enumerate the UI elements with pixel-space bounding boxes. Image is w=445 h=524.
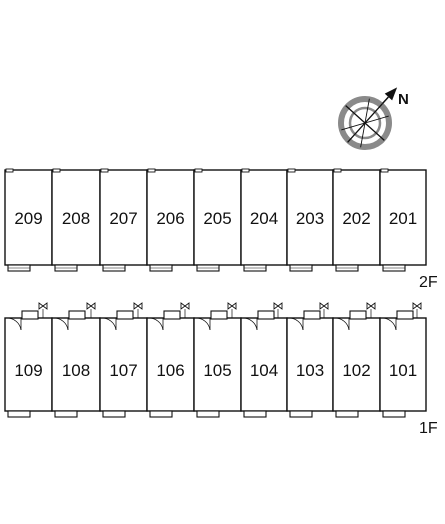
unit-number: 107 — [109, 361, 137, 380]
unit-number: 106 — [156, 361, 184, 380]
unit-number: 201 — [389, 209, 417, 228]
unit-204: 204 — [240, 168, 288, 272]
unit-number: 203 — [296, 209, 324, 228]
unit-107: 107 — [99, 302, 148, 418]
valve-icon — [227, 302, 237, 310]
valve-icon — [366, 302, 376, 310]
valve-icon — [412, 302, 422, 310]
unit-109: 109 — [4, 302, 53, 418]
unit-104: 104 — [240, 302, 288, 418]
unit-number: 109 — [14, 361, 42, 380]
unit-103: 103 — [286, 302, 334, 418]
unit-number: 101 — [389, 361, 417, 380]
unit-number: 108 — [62, 361, 90, 380]
unit-number: 207 — [109, 209, 137, 228]
unit-203: 203 — [286, 168, 334, 272]
unit-number: 208 — [62, 209, 90, 228]
unit-209: 209 — [4, 168, 53, 272]
unit-206: 206 — [146, 168, 195, 272]
unit-number: 104 — [250, 361, 278, 380]
floor-1f: 109 108 107 106 105 104 103 102 101 — [4, 302, 427, 418]
unit-number: 102 — [342, 361, 370, 380]
valve-icon — [133, 302, 143, 310]
valve-icon — [180, 302, 190, 310]
floor-2f: 209 208 207 206 205 204 203 202 201 — [4, 168, 427, 272]
unit-number: 103 — [296, 361, 324, 380]
valve-icon — [319, 302, 329, 310]
valve-icon — [273, 302, 283, 310]
unit-207: 207 — [99, 168, 148, 272]
unit-106: 106 — [146, 302, 195, 418]
unit-number: 209 — [14, 209, 42, 228]
unit-number: 205 — [203, 209, 231, 228]
unit-101: 101 — [379, 302, 427, 418]
unit-205: 205 — [193, 168, 242, 272]
compass-north-label: N — [398, 91, 409, 108]
compass-rose-icon: N — [338, 87, 409, 150]
valve-icon — [38, 302, 48, 310]
unit-108: 108 — [51, 302, 101, 418]
unit-number: 105 — [203, 361, 231, 380]
unit-201: 201 — [379, 168, 427, 272]
unit-102: 102 — [332, 302, 381, 418]
valve-icon — [86, 302, 96, 310]
floor-label-1f: 1F — [419, 420, 438, 437]
unit-105: 105 — [193, 302, 242, 418]
unit-number: 202 — [342, 209, 370, 228]
unit-number: 206 — [156, 209, 184, 228]
unit-202: 202 — [332, 168, 381, 272]
unit-number: 204 — [250, 209, 278, 228]
floor-label-2f: 2F — [419, 274, 438, 291]
unit-208: 208 — [51, 168, 101, 272]
